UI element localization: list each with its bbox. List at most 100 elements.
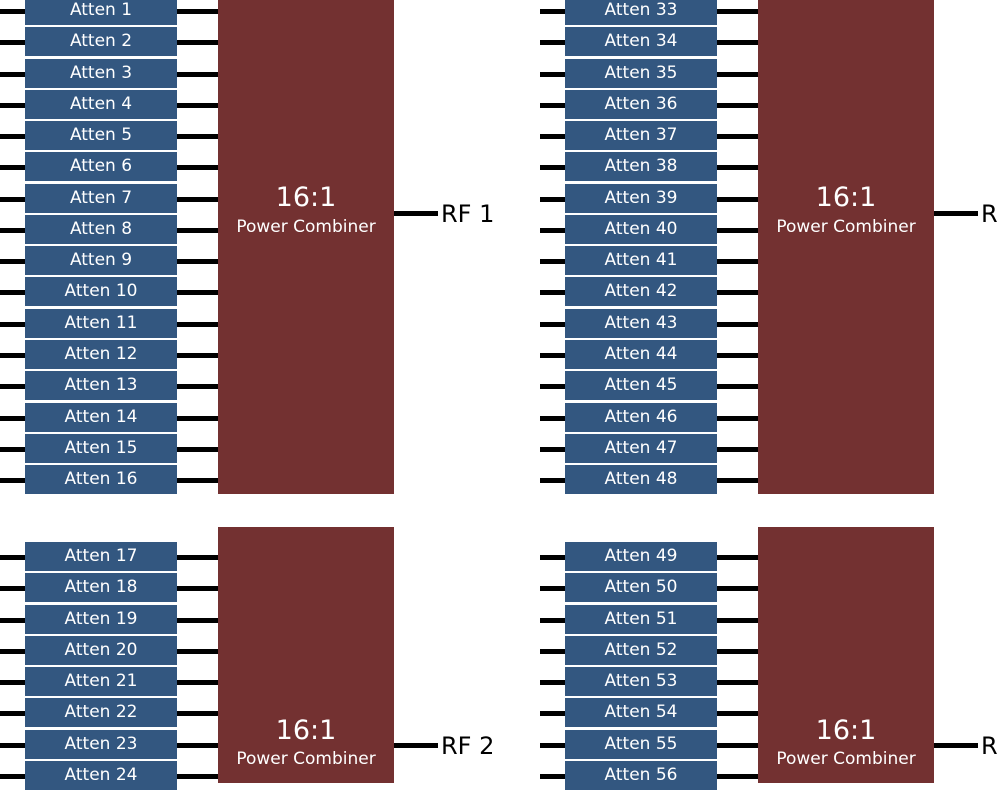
attenuator-output-wire: [717, 447, 758, 452]
attenuator-block: Atten 33: [565, 0, 717, 25]
attenuator-block: Atten 51: [565, 605, 717, 634]
attenuator-output-wire: [177, 555, 218, 560]
attenuator-output-wire: [177, 259, 218, 264]
attenuator-output-wire: [177, 743, 218, 748]
input-wire: [0, 290, 25, 295]
attenuator-output-wire: [177, 649, 218, 654]
input-wire: [540, 680, 565, 685]
attenuator-output-wire: [177, 618, 218, 623]
input-wire: [540, 9, 565, 14]
input-wire: [0, 72, 25, 77]
input-wire: [540, 478, 565, 483]
attenuator-block: Atten 38: [565, 152, 717, 181]
input-wire: [540, 72, 565, 77]
attenuator-output-wire: [717, 72, 758, 77]
attenuator-block: Atten 47: [565, 434, 717, 463]
attenuator-output-wire: [177, 478, 218, 483]
attenuator-block: Atten 41: [565, 246, 717, 275]
input-wire: [0, 680, 25, 685]
attenuator-block: Atten 37: [565, 121, 717, 150]
input-wire: [0, 197, 25, 202]
output-wire: [394, 743, 438, 748]
output-label: RI: [981, 200, 1000, 228]
attenuator-block: Atten 11: [25, 309, 177, 338]
attenuator-output-wire: [177, 680, 218, 685]
attenuator-block: Atten 54: [565, 698, 717, 727]
output-wire: [934, 743, 978, 748]
input-wire: [540, 165, 565, 170]
attenuator-output-wire: [717, 384, 758, 389]
input-wire: [0, 447, 25, 452]
attenuator-output-wire: [177, 40, 218, 45]
input-wire: [0, 649, 25, 654]
input-wire: [0, 416, 25, 421]
combiner-ratio: 16:1: [275, 715, 337, 746]
input-wire: [0, 134, 25, 139]
attenuator-output-wire: [717, 134, 758, 139]
attenuator-output-wire: [177, 290, 218, 295]
attenuator-output-wire: [717, 259, 758, 264]
input-wire: [540, 711, 565, 716]
input-wire: [540, 774, 565, 779]
attenuator-output-wire: [717, 165, 758, 170]
input-wire: [0, 9, 25, 14]
attenuator-output-wire: [717, 774, 758, 779]
input-wire: [0, 743, 25, 748]
input-wire: [0, 618, 25, 623]
attenuator-block: Atten 19: [25, 605, 177, 634]
input-wire: [0, 322, 25, 327]
attenuator-block: Atten 36: [565, 90, 717, 119]
input-wire: [0, 384, 25, 389]
input-wire: [540, 40, 565, 45]
attenuator-output-wire: [177, 322, 218, 327]
attenuator-block: Atten 22: [25, 698, 177, 727]
combiner-ratio: 16:1: [815, 182, 877, 213]
attenuator-block: Atten 20: [25, 636, 177, 665]
attenuator-output-wire: [177, 711, 218, 716]
attenuator-block: Atten 35: [565, 59, 717, 88]
attenuator-output-wire: [717, 353, 758, 358]
input-wire: [0, 774, 25, 779]
input-wire: [540, 197, 565, 202]
combiner-ratio: 16:1: [815, 715, 877, 746]
attenuator-block: Atten 1: [25, 0, 177, 25]
attenuator-block: Atten 4: [25, 90, 177, 119]
attenuator-block: Atten 14: [25, 403, 177, 432]
attenuator-block: Atten 6: [25, 152, 177, 181]
attenuator-output-wire: [717, 680, 758, 685]
input-wire: [540, 259, 565, 264]
power-combiner-block: 16:1 Power Combiner: [218, 527, 394, 783]
power-combiner-block: 16:1 Power Combiner: [218, 0, 394, 494]
attenuator-block: Atten 18: [25, 573, 177, 602]
attenuator-block: Atten 21: [25, 667, 177, 696]
input-wire: [0, 555, 25, 560]
attenuator-block: Atten 42: [565, 277, 717, 306]
input-wire: [0, 711, 25, 716]
combiner-label: Power Combiner: [236, 217, 376, 237]
attenuator-output-wire: [717, 197, 758, 202]
attenuator-block: Atten 8: [25, 215, 177, 244]
attenuator-output-wire: [177, 353, 218, 358]
attenuator-output-wire: [177, 774, 218, 779]
attenuator-block: Atten 17: [25, 542, 177, 571]
input-wire: [0, 103, 25, 108]
input-wire: [540, 743, 565, 748]
attenuator-output-wire: [717, 103, 758, 108]
input-wire: [540, 384, 565, 389]
input-wire: [540, 649, 565, 654]
input-wire: [0, 228, 25, 233]
input-wire: [540, 290, 565, 295]
input-wire: [540, 555, 565, 560]
combiner-label: Power Combiner: [236, 749, 376, 769]
attenuator-block: Atten 7: [25, 184, 177, 213]
attenuator-output-wire: [717, 618, 758, 623]
attenuator-output-wire: [177, 447, 218, 452]
attenuator-output-wire: [177, 103, 218, 108]
input-wire: [0, 353, 25, 358]
attenuator-output-wire: [177, 384, 218, 389]
attenuator-block: Atten 45: [565, 371, 717, 400]
attenuator-block: Atten 24: [25, 761, 177, 790]
attenuator-output-wire: [177, 165, 218, 170]
